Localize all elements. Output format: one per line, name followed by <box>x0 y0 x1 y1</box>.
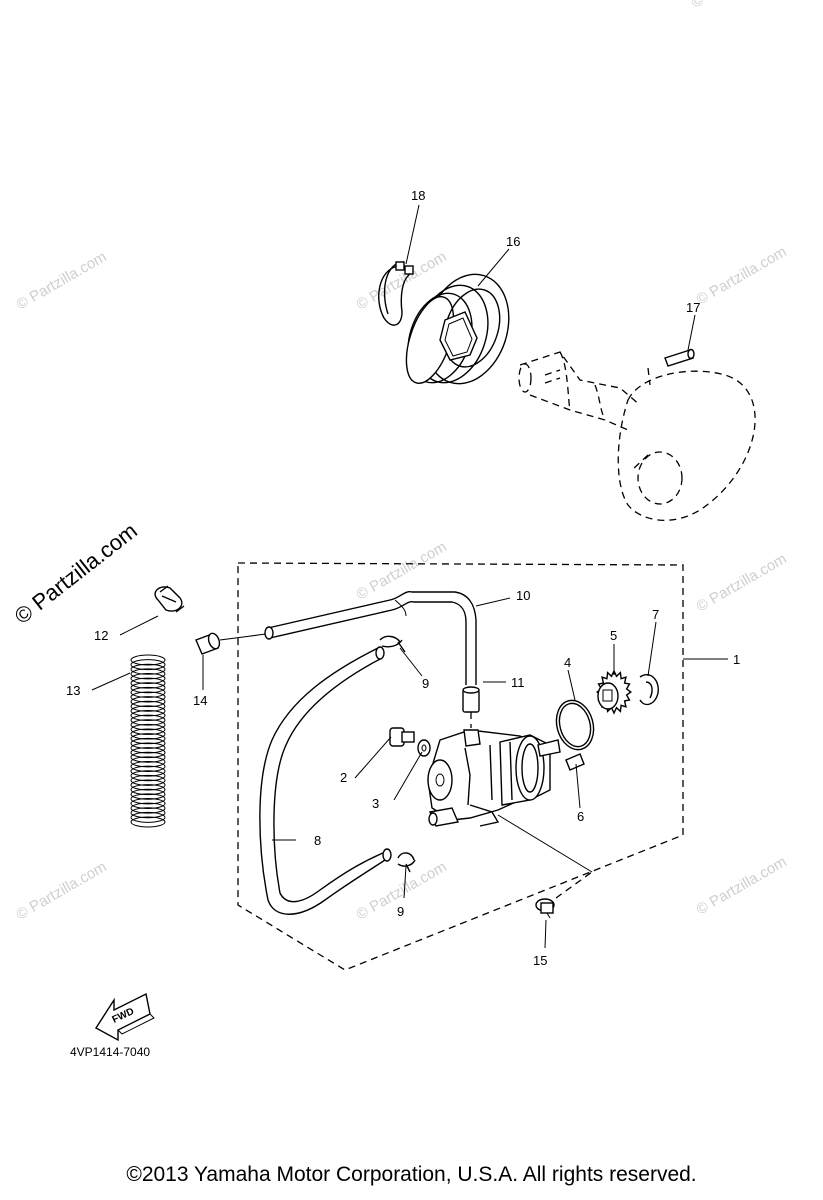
spring-coil <box>130 751 166 763</box>
callout-2: 2 <box>340 770 347 785</box>
circlip-18 <box>378 261 414 326</box>
faint-watermarks: © Partzilla.com © Partzilla.com © Partzi… <box>14 0 790 923</box>
spring-coil <box>130 723 166 735</box>
watermark-faint: © Partzilla.com <box>14 248 110 313</box>
spring-coil <box>130 654 166 666</box>
callout-7: 7 <box>652 607 659 622</box>
washer-3 <box>417 739 431 757</box>
spring-coil <box>130 686 166 698</box>
gear-hub <box>597 682 619 710</box>
callout-labels: 1 2 3 4 5 6 7 8 9 9 10 11 12 13 14 15 16… <box>66 188 740 968</box>
watermark-main: © Partzilla.com <box>10 518 142 629</box>
assembly-boundary <box>237 562 684 971</box>
o-ring-4 <box>555 699 595 751</box>
spring-coil <box>130 700 166 712</box>
spring-coil <box>130 788 166 800</box>
callout-10: 10 <box>516 588 530 603</box>
spring-coil <box>130 760 166 772</box>
callout-4: 4 <box>564 655 571 670</box>
callout-9-lower: 9 <box>397 904 404 919</box>
bolt-2 <box>389 727 415 747</box>
spring-coil <box>130 770 166 782</box>
spring-coil <box>130 659 166 671</box>
watermark-faint: © Partzilla.com <box>689 0 785 11</box>
collar-11 <box>462 686 480 713</box>
oil-pump-body <box>427 729 561 827</box>
spring-coil <box>130 682 166 694</box>
spring-coil <box>130 733 166 745</box>
callout-3: 3 <box>372 796 379 811</box>
callout-15: 15 <box>533 953 547 968</box>
spring-coil <box>130 673 166 685</box>
spring-coil <box>130 737 166 749</box>
spring-coil <box>130 696 166 708</box>
spring-coil <box>130 691 166 703</box>
spring-coil <box>130 668 166 680</box>
spring-coil <box>130 797 166 809</box>
circlip-7 <box>639 674 659 706</box>
diagram-code: 4VP1414-7040 <box>70 1045 150 1059</box>
callout-14: 14 <box>193 693 207 708</box>
delivery-pipe-10 <box>264 590 477 685</box>
hose-clip-12 <box>154 585 185 613</box>
spring-coil <box>130 705 166 717</box>
spring-coil <box>130 793 166 805</box>
spring-coil <box>130 779 166 791</box>
spring-coil <box>130 756 166 768</box>
hose-clip-9-lower <box>397 852 416 873</box>
crankshaft-phantom <box>518 351 756 521</box>
watermark-faint: © Partzilla.com <box>14 858 110 923</box>
spring-coil <box>130 765 166 777</box>
suction-pipe-8 <box>259 646 392 915</box>
spring-coil <box>130 728 166 740</box>
pin-17 <box>664 348 695 367</box>
watermark-faint: © Partzilla.com <box>694 853 790 918</box>
spring-coil <box>130 747 166 759</box>
callout-5: 5 <box>610 628 617 643</box>
screw-15 <box>535 898 555 919</box>
hose-clip-9-upper <box>379 635 406 653</box>
spring-coil <box>130 710 166 722</box>
pin-6 <box>565 753 585 771</box>
callout-16: 16 <box>506 234 520 249</box>
joint-14 <box>195 632 221 655</box>
copyright-notice: ©2013 Yamaha Motor Corporation, U.S.A. A… <box>126 1163 697 1186</box>
spring-coil <box>130 742 166 754</box>
leader-lines <box>91 204 728 949</box>
spring-coil <box>130 774 166 786</box>
spring-coil <box>130 677 166 689</box>
o-ring-4-inner <box>558 702 592 748</box>
callout-8: 8 <box>314 833 321 848</box>
callout-6: 6 <box>577 809 584 824</box>
spring-coil <box>130 714 166 726</box>
spring-coil <box>130 816 166 828</box>
callout-12: 12 <box>94 628 108 643</box>
watermark-faint: © Partzilla.com <box>694 550 790 615</box>
watermark-faint: © Partzilla.com <box>694 243 790 308</box>
spring-coil <box>130 802 166 814</box>
spring-coil <box>130 719 166 731</box>
gear-bore <box>602 689 613 702</box>
spring-coil <box>130 811 166 823</box>
pulley-16 <box>405 273 510 385</box>
spring-coil <box>130 807 166 819</box>
spring-coil <box>130 663 166 675</box>
callout-9-upper: 9 <box>422 676 429 691</box>
callout-17: 17 <box>686 300 700 315</box>
protector-spring-13 <box>130 654 166 828</box>
callout-11: 11 <box>511 675 525 690</box>
pump-drive-gear-5 <box>596 669 632 715</box>
callout-13: 13 <box>66 683 80 698</box>
fwd-arrow-icon: FWD <box>95 992 155 1042</box>
callout-1: 1 <box>733 652 740 667</box>
watermark-faint: © Partzilla.com <box>354 538 450 603</box>
callout-18: 18 <box>411 188 425 203</box>
spring-coil <box>130 784 166 796</box>
